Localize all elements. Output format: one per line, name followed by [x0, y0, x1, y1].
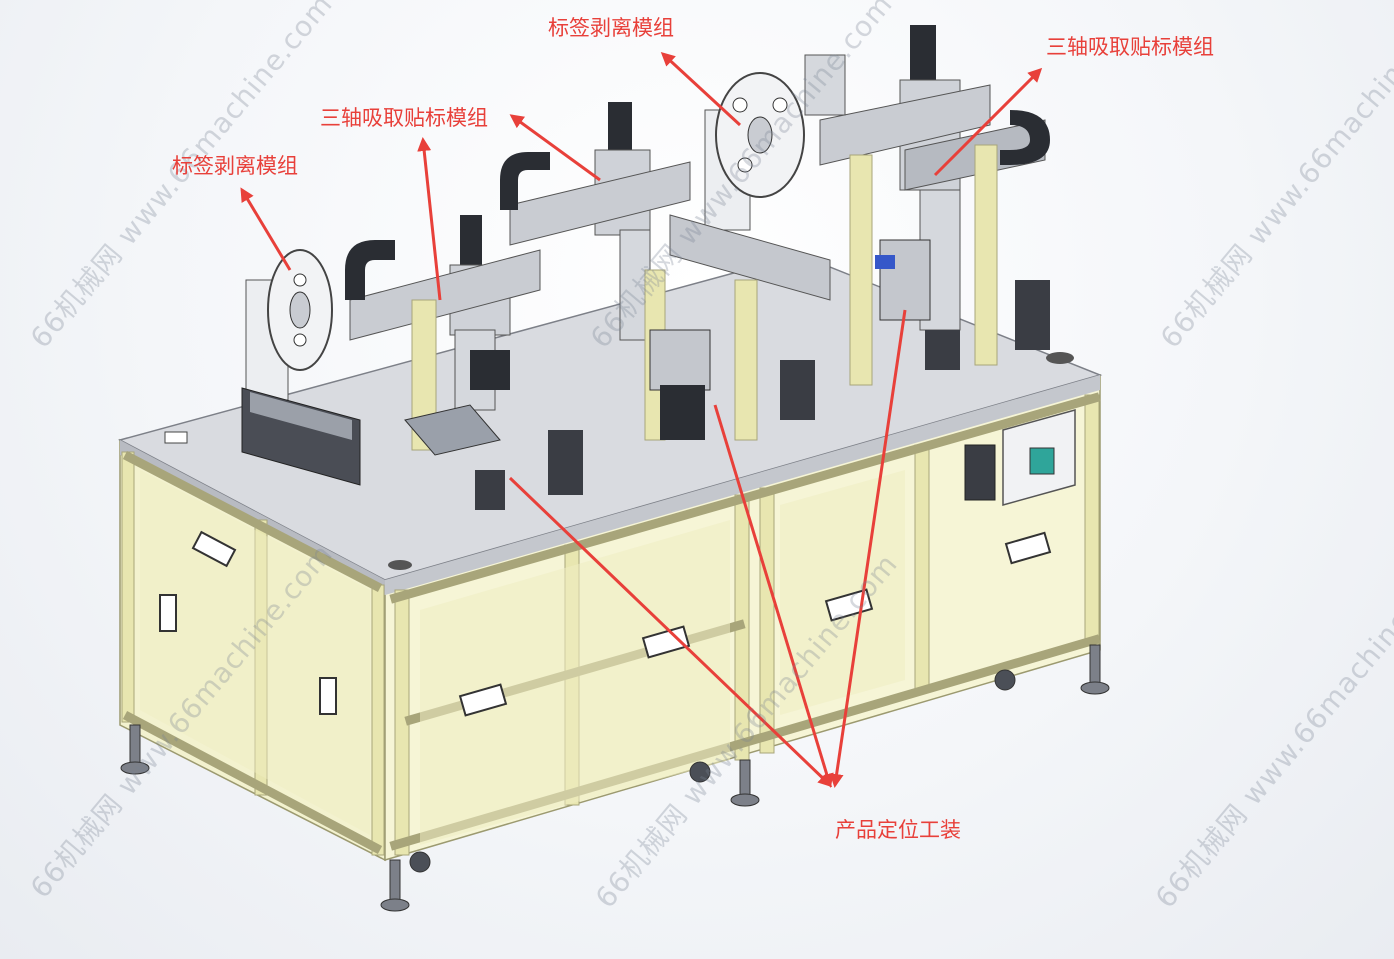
pick-place-module-middle [500, 102, 691, 441]
pick-place-module-right [804, 25, 1050, 386]
product-fixtures [164, 239, 1074, 570]
arrow-fixture-2 [713, 404, 834, 788]
fixture-callout: 产品定位工装 [835, 818, 961, 842]
label-peel-module-top [669, 72, 831, 441]
arrow-pick-right [933, 67, 1043, 177]
arrow-pick-middle [509, 114, 601, 182]
pick-place-right-callout: 三轴吸取贴标模组 [1046, 35, 1214, 59]
arrow-label-peel-left [240, 187, 292, 271]
arrow-label-peel-top [660, 51, 742, 127]
label-peel-top-callout: 标签剥离模组 [548, 16, 674, 40]
arrow-pick-left [417, 137, 442, 301]
pick-place-left-callout: 三轴吸取贴标模组 [320, 106, 488, 130]
arrow-fixture-3 [829, 309, 907, 788]
label-peel-module-left [241, 249, 361, 486]
callout-arrows [240, 51, 1043, 788]
arrow-fixture-1 [508, 476, 833, 788]
control-box [964, 409, 1076, 506]
machine-feet [120, 644, 1110, 912]
label-peel-left-callout: 标签剥离模组 [172, 154, 298, 178]
